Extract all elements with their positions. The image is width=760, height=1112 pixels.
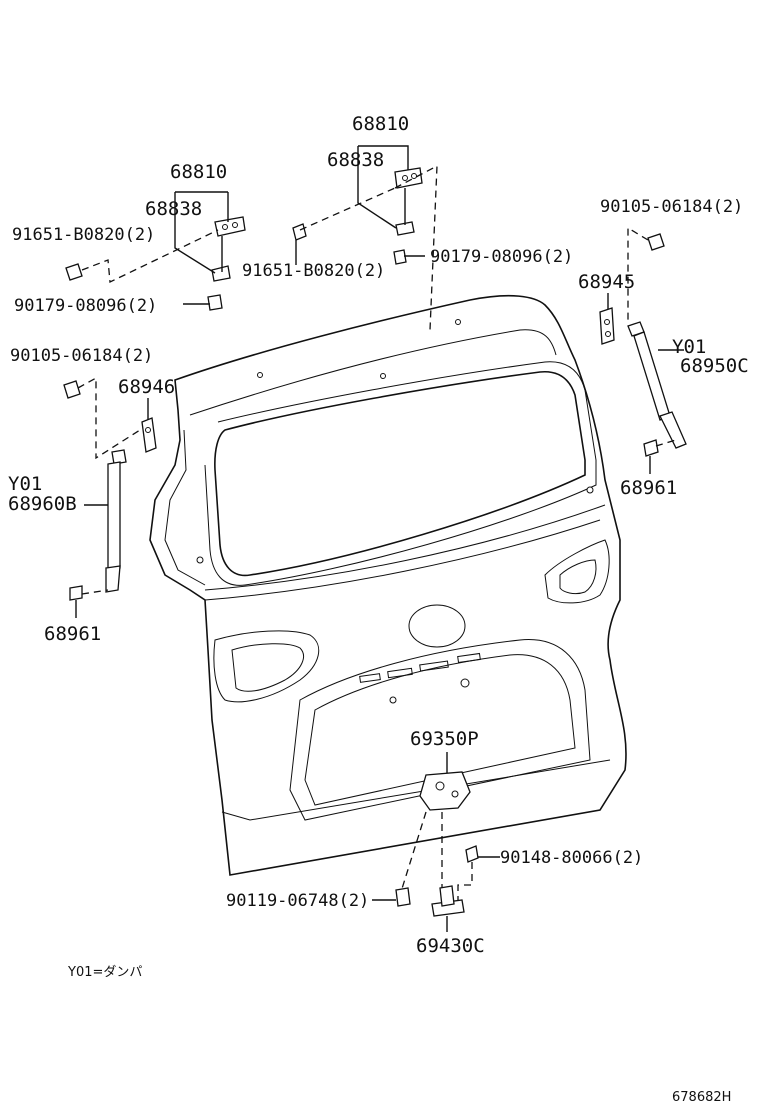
- label-hinge-left: 68838: [145, 198, 202, 220]
- label-bolt-left-hinge: 91651-B0820(2): [12, 225, 155, 245]
- legend-note: Y01=ダンパ: [67, 965, 142, 980]
- label-bracket-right: 68945: [578, 271, 635, 293]
- label-damper-left-code: Y01: [8, 473, 42, 495]
- figure-id: 678682H: [672, 1090, 731, 1105]
- damper-assembly-right: [599, 226, 687, 474]
- hinge-assembly-left: [65, 191, 246, 311]
- label-retainer-left: 68961: [44, 623, 101, 645]
- label-hinge-right-group: 68810: [352, 113, 409, 135]
- label-lock: 69350P: [410, 728, 479, 750]
- hinge-assembly-right: [292, 145, 438, 331]
- label-nut-right-hinge: 90179-08096(2): [430, 247, 573, 267]
- label-retainer-right: 68961: [620, 477, 677, 499]
- back-door-panel: [149, 294, 627, 876]
- label-stud-right: 90105-06184(2): [600, 197, 743, 217]
- label-damper-right: 68950C: [680, 355, 749, 377]
- lock-and-striker: [372, 752, 500, 932]
- label-bracket-left: 68946: [118, 376, 175, 398]
- label-stud-left: 90105-06184(2): [10, 346, 153, 366]
- label-damper-right-code: Y01: [672, 336, 706, 358]
- label-bolt-right-hinge: 91651-B0820(2): [242, 261, 385, 281]
- damper-assembly-left: [63, 376, 157, 618]
- label-hinge-left-group: 68810: [170, 161, 227, 183]
- label-damper-left: 68960B: [8, 493, 77, 515]
- label-bolt-lock: 90119-06748(2): [226, 891, 369, 911]
- label-striker: 69430C: [416, 935, 485, 957]
- label-nut-left-hinge: 90179-08096(2): [14, 296, 157, 316]
- label-screw-striker: 90148-80066(2): [500, 848, 643, 868]
- label-hinge-right: 68838: [327, 149, 384, 171]
